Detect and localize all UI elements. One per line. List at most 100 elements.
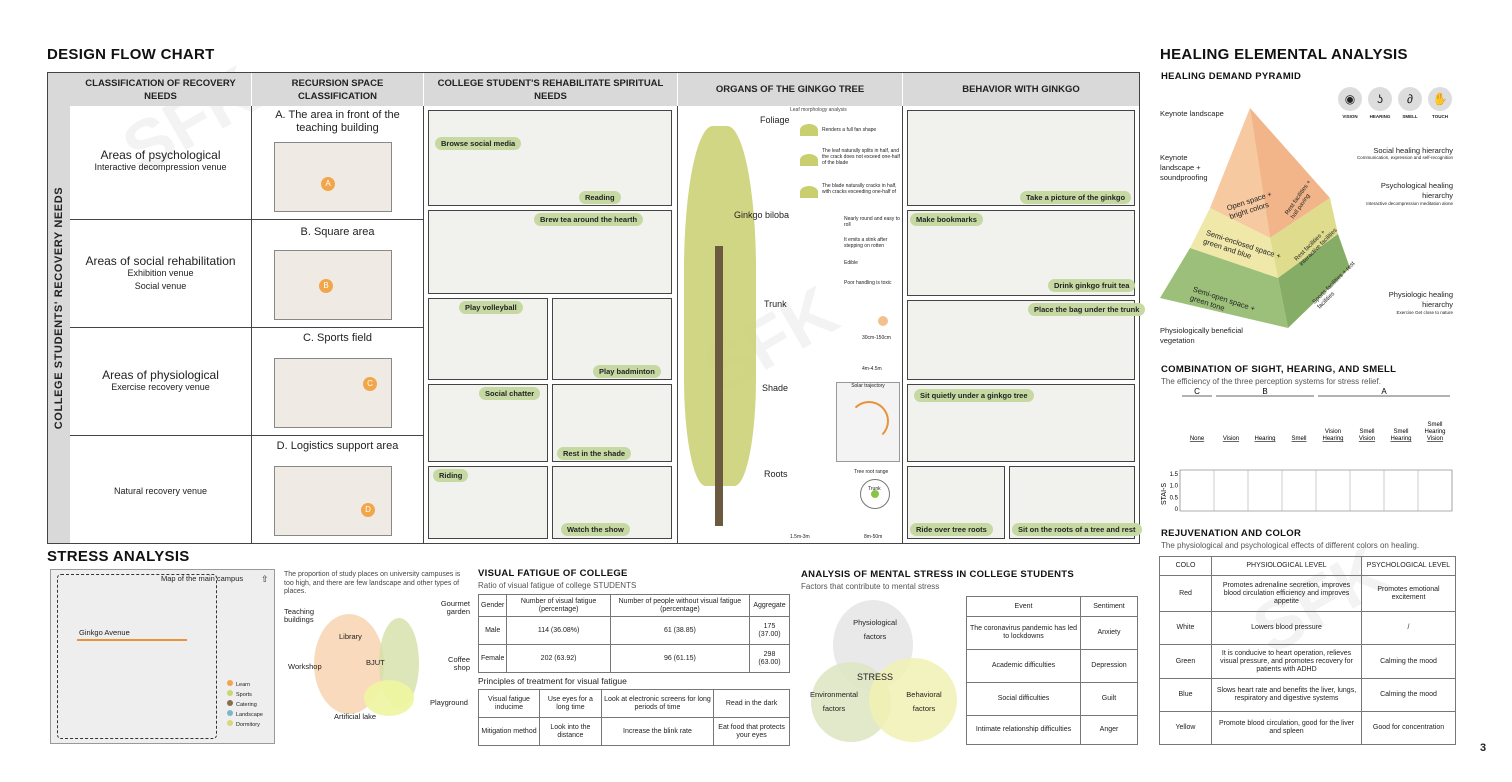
table-cell: Visual fatigue inducime: [478, 689, 540, 718]
sense-label: TOUCH: [1432, 114, 1448, 119]
table-cell: Read in the dark: [713, 689, 790, 718]
stress-venn: Physiological factors STRESS Environment…: [803, 600, 958, 745]
pyramid-top-right: [1250, 108, 1330, 238]
table-cell: Anxiety: [1080, 616, 1138, 650]
col-header-1: CLASSIFICATION OF RECOVERY NEEDS: [70, 73, 252, 106]
place-label: Playground: [430, 698, 468, 707]
table-cell: Calming the mood: [1361, 678, 1456, 712]
space-title: D. Logistics support area: [276, 440, 399, 452]
table-cell: Blue: [1159, 678, 1212, 712]
space-marker: A: [321, 177, 335, 191]
category-label: Vision: [1359, 436, 1375, 442]
root-range-circle: [860, 479, 890, 509]
ginkgo-tree: [684, 126, 756, 526]
tick-label: 0.5: [1170, 495, 1179, 501]
category-label: Smell: [1359, 429, 1374, 435]
trunk-note: 4m-4.5m: [862, 366, 882, 372]
venn-circle: [869, 658, 957, 742]
table-cell: Anger: [1080, 715, 1138, 745]
activity-label: Watch the show: [561, 523, 630, 536]
table-cell: The coronavirus pandemic has led to lock…: [966, 616, 1081, 650]
table-header: Sentiment: [1080, 596, 1138, 617]
mental-title: ANALYSIS OF MENTAL STRESS IN COLLEGE STU…: [801, 569, 1075, 580]
activity-label: Play badminton: [593, 365, 661, 378]
map-legend: Learn Sports Catering Landscape Dormitor…: [227, 680, 263, 730]
table-cell: 202 (63.92): [506, 644, 611, 673]
fatigue-title: VISUAL FATIGUE OF COLLEGE: [478, 568, 628, 579]
table-cell: Mitigation method: [478, 717, 540, 746]
behavior-label: Place the bag under the trunk: [1028, 303, 1146, 316]
place-label: Coffee shop: [448, 655, 470, 672]
need-row: Natural recovery venue: [70, 436, 251, 543]
table-cell: 298 (63.00): [749, 644, 790, 673]
leaf-note: The leaf naturally splits in half, and t…: [822, 148, 900, 166]
need-title: Areas of psychological: [100, 148, 221, 162]
map-road-label: Ginkgo Avenue: [79, 628, 130, 637]
category-label: Vision: [1427, 436, 1443, 442]
ginkgo-avenue-line: [77, 639, 187, 641]
tick-label: 0: [1175, 507, 1179, 513]
trunk-note: 30cm-150cm: [862, 335, 891, 341]
legend-item: Dormitory: [236, 722, 260, 728]
pyramid-mid-left: [1190, 208, 1278, 278]
campus-boundary: [57, 574, 217, 739]
behavior-label: Sit quietly under a ginkgo tree: [914, 389, 1034, 402]
activity-label: Reading: [579, 191, 621, 204]
pyramid-title: HEALING DEMAND PYRAMID: [1161, 71, 1302, 82]
table-cell: Male: [477, 616, 508, 645]
hand-icon: ✋: [1428, 87, 1452, 111]
root-note: 8m-50m: [864, 534, 883, 540]
venn-label: Environmental factors: [810, 690, 858, 713]
table-cell: Slows heart rate and benefits the liver,…: [1211, 678, 1362, 712]
table-cell: Increase the blink rate: [600, 717, 715, 746]
table-header: PSYCHOLOGICAL LEVEL: [1361, 556, 1456, 576]
category-label: Hearing: [1322, 436, 1343, 442]
solar-title: Solar trajectory: [851, 383, 885, 389]
behavior-label: Drink ginkgo fruit tea: [1048, 279, 1136, 292]
sketch-panel: Ride over tree roots: [907, 466, 1005, 539]
healing-title: HEALING ELEMENTAL ANALYSIS: [1160, 46, 1408, 63]
side-label-box: COLLEGE STUDENTS' RECOVERY NEEDS: [48, 73, 70, 543]
category-label: Smell: [1393, 429, 1408, 435]
behavior-label: Make bookmarks: [910, 213, 983, 226]
organs-column: Foliage Ginkgo biloba Trunk Shade Roots …: [678, 106, 903, 543]
sketch-panel: Make bookmarks Drink ginkgo fruit tea: [907, 210, 1136, 296]
place-blob: [364, 680, 414, 716]
table-cell: Promotes emotional excitement: [1361, 575, 1456, 612]
eye-icon: ◉: [1338, 87, 1362, 111]
root-note: 1.5m-3m: [790, 534, 810, 540]
pyramid-base-right: [1278, 234, 1350, 328]
table-cell: Lowers blood pressure: [1211, 611, 1362, 645]
space-row: A. The area in front of the teaching bui…: [252, 106, 423, 220]
legend-item: Landscape: [236, 712, 263, 718]
need-title: Areas of physiological: [102, 368, 219, 382]
table-cell: Academic difficulties: [966, 649, 1081, 683]
sketch-panel: Rest in the shade: [552, 384, 672, 462]
map-title: Map of the main campus: [161, 574, 244, 583]
venn-center: STRESS: [857, 672, 894, 682]
space-marker: C: [363, 377, 377, 391]
legend-item: Catering: [236, 702, 257, 708]
fruit-note: Poor handling is toxic: [844, 280, 892, 286]
need-title: Areas of social rehabilitation: [85, 254, 236, 268]
table-header: Event: [966, 596, 1081, 617]
table-cell: Promotes adrenaline secretion, improves …: [1211, 575, 1362, 612]
sketch-panel: Browse social media Reading: [428, 110, 672, 206]
table-cell: Intimate relationship difficulties: [966, 715, 1081, 745]
behavior-label: Sit on the roots of a tree and rest: [1012, 523, 1142, 536]
pyramid-left-label: Physiologically beneficial vegetation: [1160, 326, 1243, 345]
organ-label: Trunk: [764, 299, 787, 309]
fruit-note: Nearly round and easy to roll: [844, 216, 900, 228]
north-arrow-icon: ⇧: [261, 574, 269, 584]
sketch-panel: Sit on the roots of a tree and rest: [1009, 466, 1142, 539]
table-header: PHYSIOLOGICAL LEVEL: [1211, 556, 1362, 576]
leaf-note: Renders a full fan shape: [822, 127, 877, 133]
organ-label: Foliage: [760, 115, 790, 125]
combo-sub: The efficiency of the three perception s…: [1161, 377, 1381, 386]
